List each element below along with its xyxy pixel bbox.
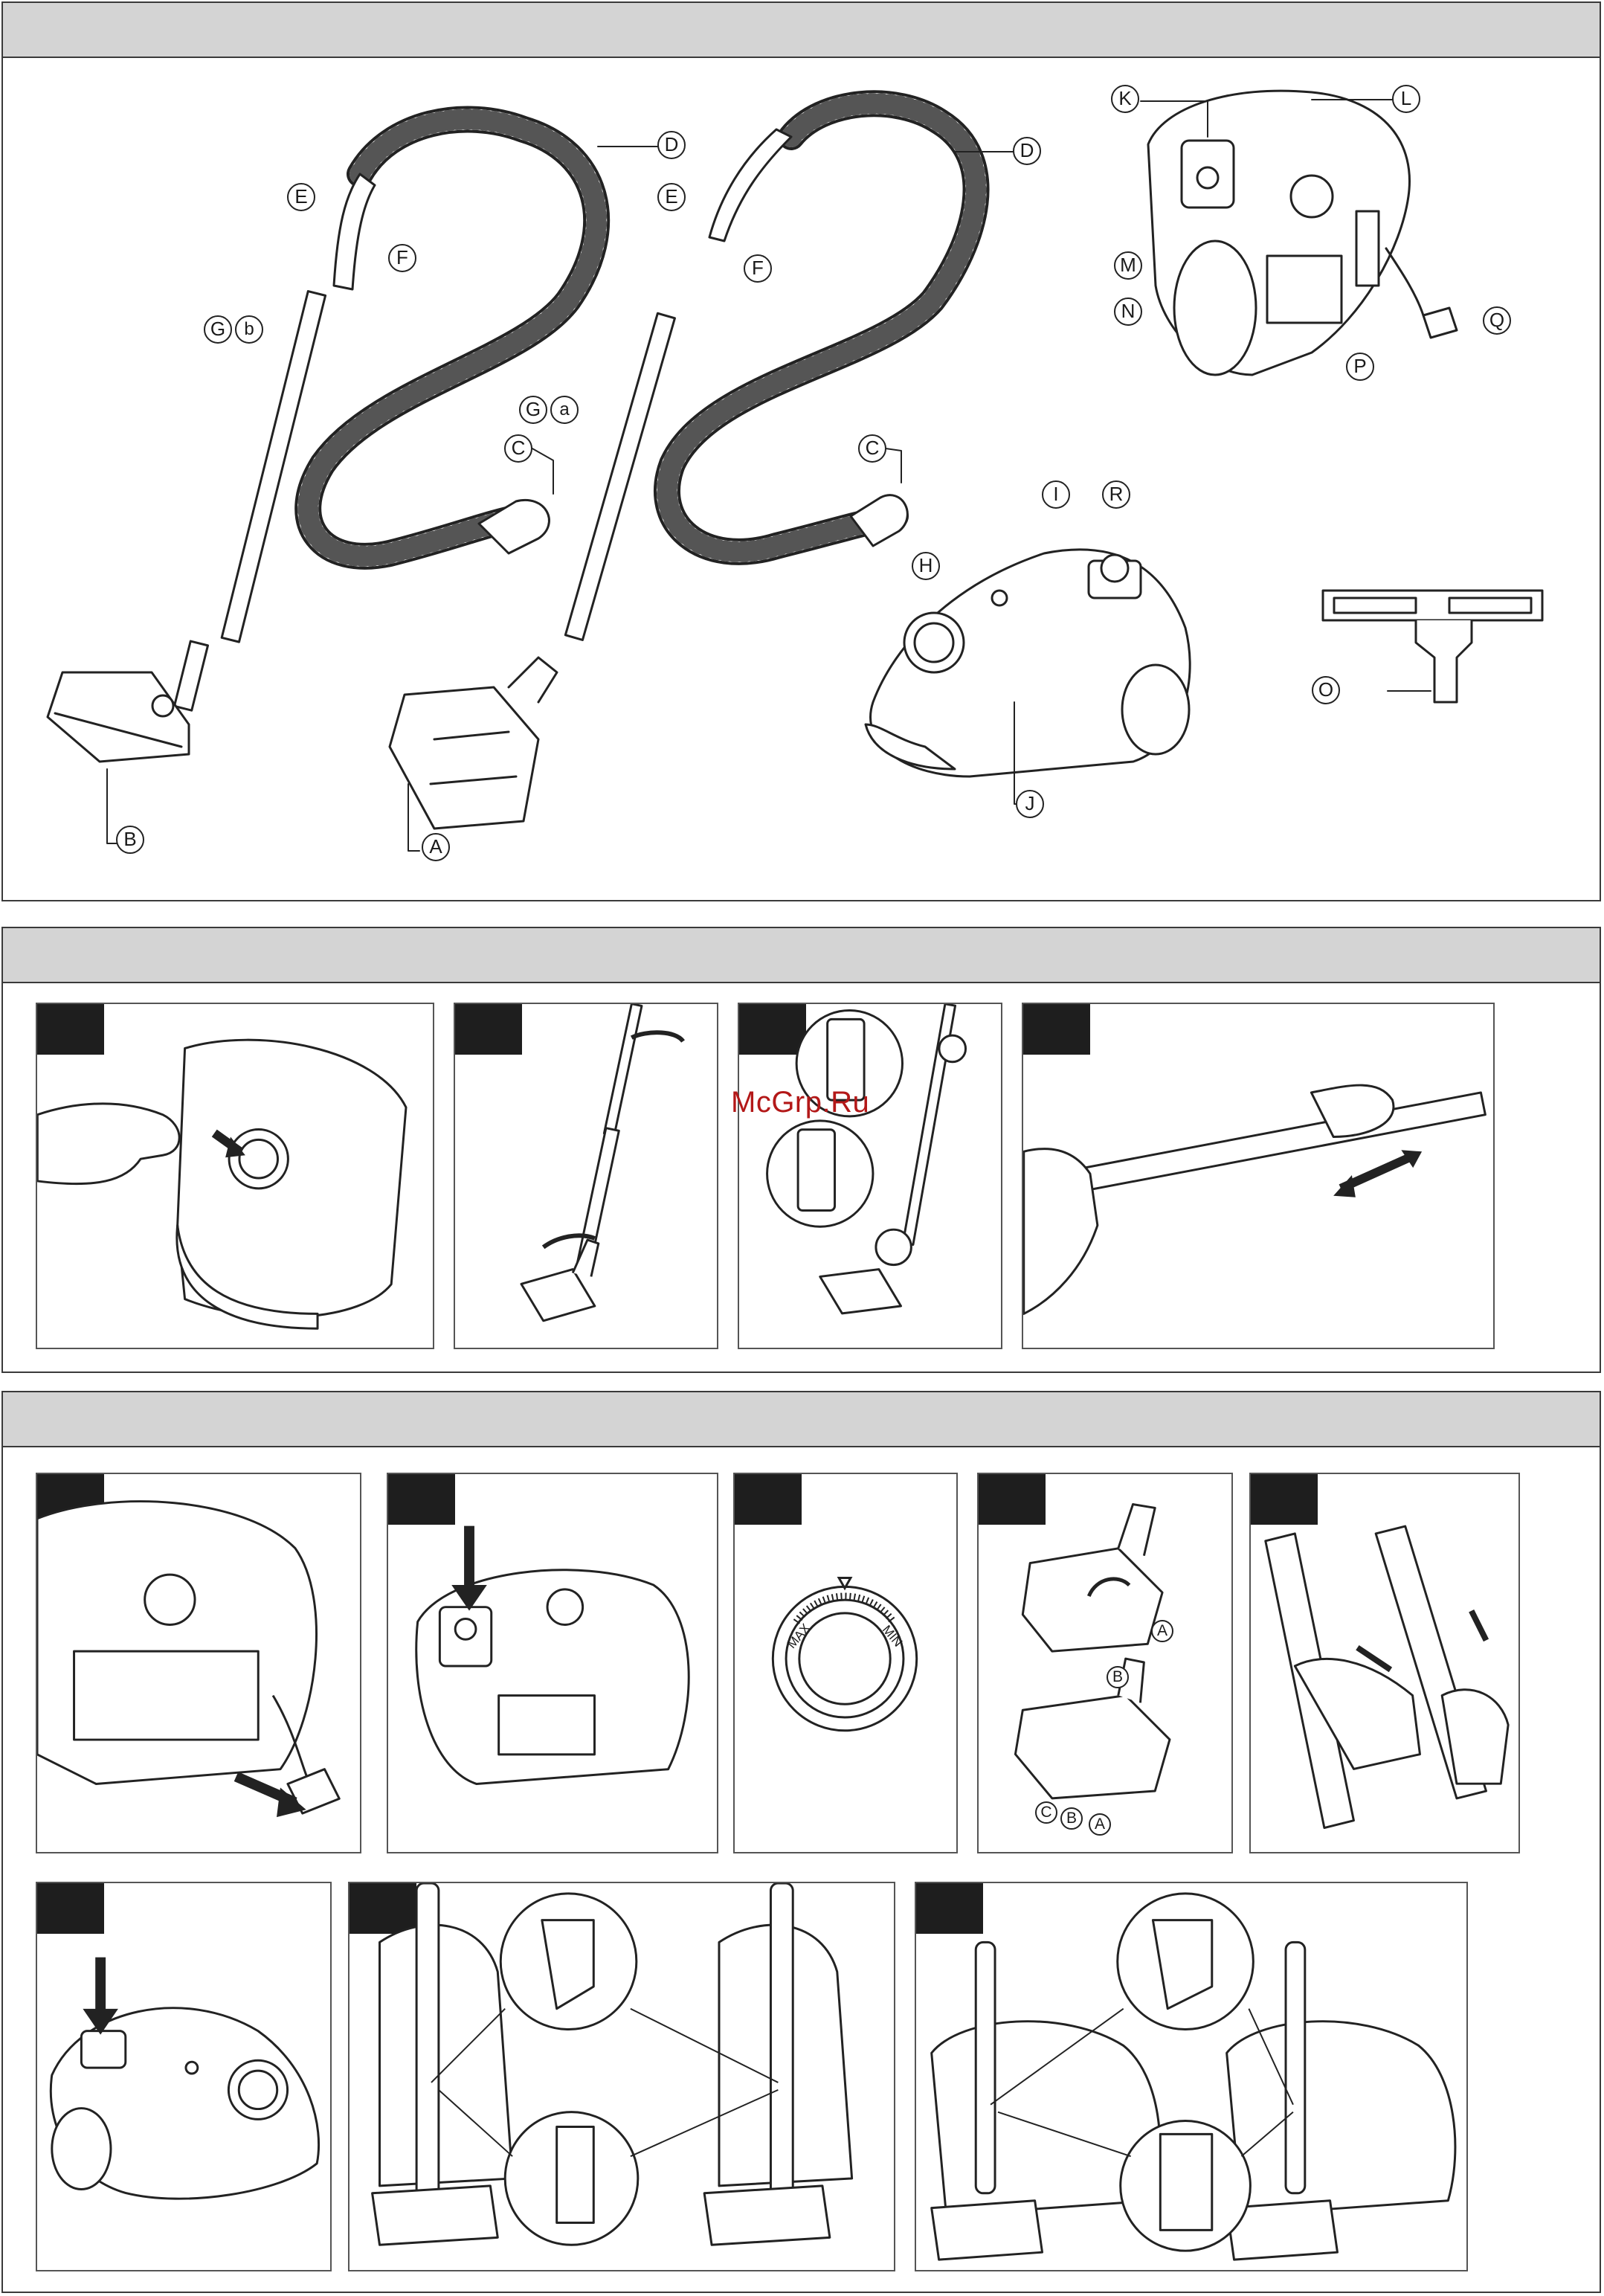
part-label-i: I	[1042, 480, 1070, 509]
part-label-c: C	[504, 434, 532, 463]
airflow-slider-illustration	[1251, 1474, 1518, 1852]
open-cover-illustration	[37, 1004, 433, 1348]
handle-icon	[334, 174, 375, 289]
section-header-bar	[3, 928, 1600, 983]
park-upright-illustration	[350, 1883, 894, 2270]
part-label-l: L	[1392, 85, 1420, 113]
step-panel-airflow-slider	[1249, 1473, 1520, 1853]
parts-overview-section: D E F G b C B A D E F G a C I R H J K L …	[1, 1, 1601, 901]
step-panel-open-lid	[36, 1882, 332, 2271]
nozzle-label-a2: A	[1089, 1813, 1111, 1836]
step-panel-nozzle-switch: A B C B A	[977, 1473, 1233, 1853]
step-panel-open-cover	[36, 1003, 434, 1349]
lock-tube-illustration	[739, 1004, 1001, 1348]
part-label-a: A	[422, 833, 450, 861]
nozzle-label-b2: B	[1060, 1807, 1083, 1830]
part-label-m: M	[1114, 251, 1142, 280]
part-label-n: N	[1114, 298, 1142, 326]
part-label-r: R	[1102, 480, 1130, 509]
nozzle-label-c: C	[1035, 1801, 1057, 1824]
part-label-a-sub: a	[550, 396, 579, 424]
step-panel-pull-cord	[36, 1473, 361, 1853]
open-lid-illustration	[37, 1883, 330, 2270]
rotate-arrow-icon	[631, 1032, 683, 1041]
park-horizontal-illustration	[916, 1883, 1466, 2270]
part-label-f2: F	[744, 254, 772, 283]
step-panel-suction-dial: MAX MIN	[733, 1473, 958, 1853]
part-label-h: H	[912, 552, 940, 580]
part-label-d: D	[657, 131, 686, 159]
press-power-illustration	[388, 1474, 717, 1852]
part-label-q: Q	[1483, 306, 1511, 335]
watermark-text: McGrp.Ru	[731, 1086, 869, 1119]
part-label-e: E	[287, 183, 315, 211]
part-label-p: P	[1346, 353, 1374, 381]
part-label-e2: E	[657, 183, 686, 211]
step-panel-park-horizontal	[915, 1882, 1468, 2271]
part-label-b: B	[116, 826, 144, 854]
step-panel-lock-tube	[738, 1003, 1002, 1349]
part-label-c2: C	[858, 434, 886, 463]
part-label-o: O	[1312, 676, 1340, 704]
part-label-g2: G	[519, 396, 547, 424]
section-header-bar	[3, 1392, 1600, 1447]
part-label-b-sub: b	[235, 315, 263, 344]
part-label-g: G	[204, 315, 232, 344]
pull-cord-illustration	[37, 1474, 360, 1852]
step-panel-park-upright	[348, 1882, 895, 2271]
step-panel-attach-tube	[454, 1003, 718, 1349]
nozzle-label-a: A	[1151, 1620, 1173, 1642]
part-label-k: K	[1111, 85, 1139, 113]
suction-dial-illustration	[735, 1474, 956, 1852]
nozzle-switch-illustration	[979, 1474, 1231, 1852]
part-label-f: F	[388, 244, 416, 272]
nozzle-label-b: B	[1107, 1666, 1129, 1688]
extend-tube-illustration	[1023, 1004, 1493, 1348]
part-label-d2: D	[1013, 137, 1041, 165]
operation-section: MAX MIN A B C B A	[1, 1391, 1601, 2293]
step-panel-press-power	[387, 1473, 718, 1853]
attach-tube-illustration	[455, 1004, 717, 1348]
parts-overview-drawing	[3, 3, 1600, 900]
step-panel-extend-tube	[1022, 1003, 1495, 1349]
part-label-j: J	[1016, 790, 1044, 818]
assembly-section	[1, 927, 1601, 1373]
